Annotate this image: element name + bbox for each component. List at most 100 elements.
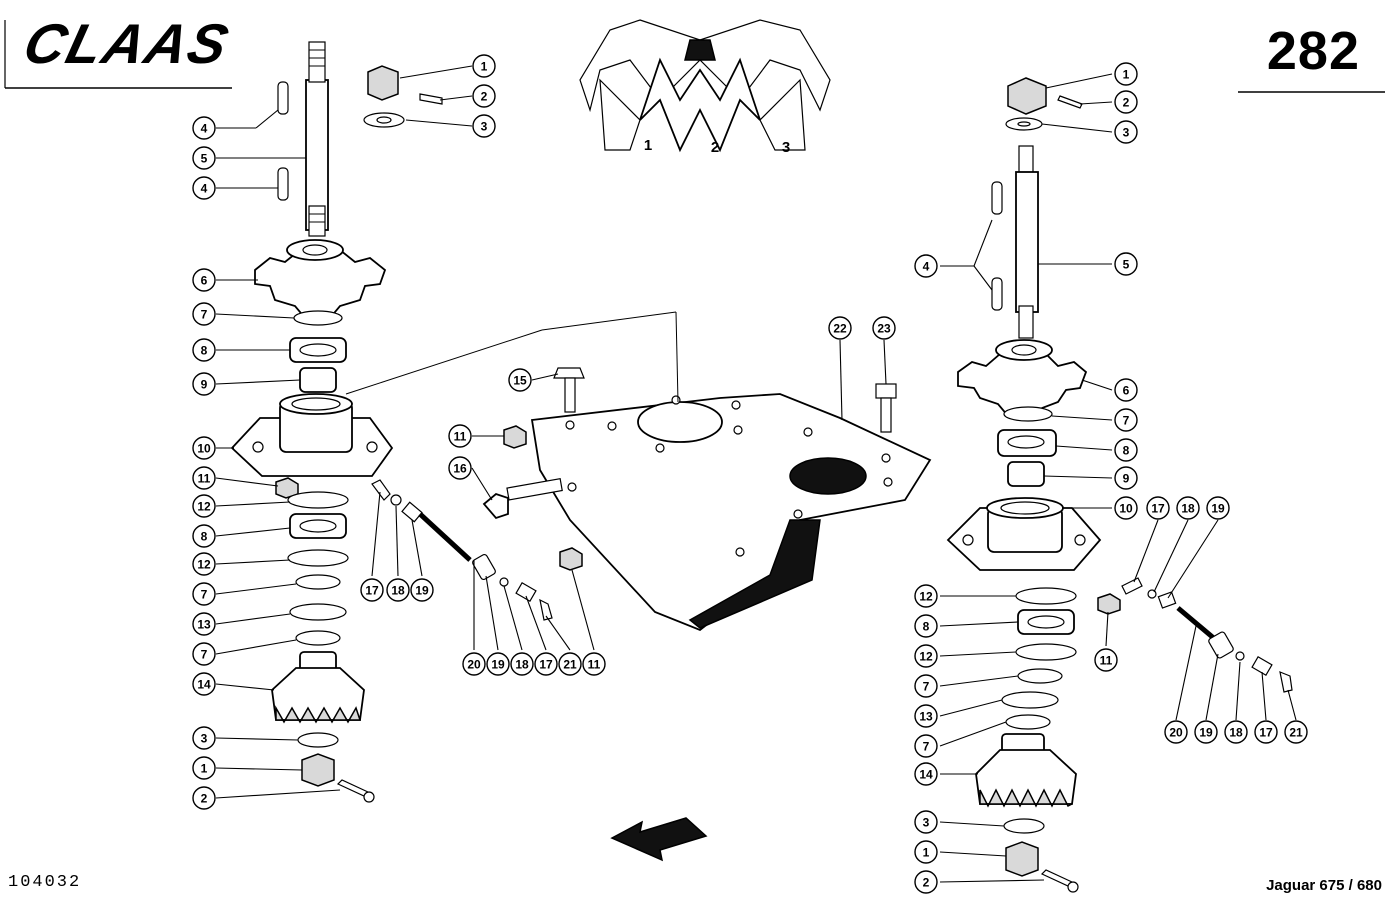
direction-arrow-icon [610, 817, 708, 862]
left-callout-1: 1 [472, 54, 496, 78]
right-callout-label: 7 [923, 740, 930, 754]
left-callout-label: 4 [201, 182, 208, 196]
left-callout-3: 3 [472, 114, 496, 138]
right-callout-19: 19 [1206, 496, 1230, 520]
center-callout-label: 23 [877, 322, 891, 336]
left-callout-10: 10 [192, 436, 216, 460]
right-callout-label: 1 [1123, 68, 1130, 82]
center-callout-label: 11 [454, 430, 467, 444]
right-callout-label: 7 [923, 680, 930, 694]
left-callout-label: 17 [365, 584, 379, 598]
right-callout-8: 8 [914, 614, 938, 638]
center-callout-21: 21 [558, 652, 582, 676]
right-callout-label: 19 [1199, 726, 1213, 740]
brand-logo-text: CLAAS [18, 18, 236, 68]
right-callout-3: 3 [914, 810, 938, 834]
right-callout-label: 18 [1229, 726, 1243, 740]
left-callout-label: 6 [201, 274, 208, 288]
right-callout-1: 1 [914, 840, 938, 864]
right-callout-21: 21 [1284, 720, 1308, 744]
right-callout-label: 1 [923, 846, 930, 860]
callout-leaders [215, 65, 1297, 883]
right-callout-label: 14 [919, 768, 933, 782]
left-callout-7: 7 [192, 642, 216, 666]
right-callout-label: 2 [923, 876, 930, 890]
center-callout-19: 19 [486, 652, 510, 676]
center-callout-20: 20 [462, 652, 486, 676]
center-callout-16: 16 [448, 456, 472, 480]
center-callout-label: 16 [453, 462, 467, 476]
center-callout-label: 15 [513, 374, 527, 388]
row-unit-view: 1 2 3 [579, 19, 831, 156]
right-callout-label: 8 [923, 620, 930, 634]
center-callout-15: 15 [508, 368, 532, 392]
right-callout-label: 13 [919, 710, 933, 724]
right-callout-label: 21 [1289, 726, 1303, 740]
left-callout-label: 14 [197, 678, 211, 692]
left-callout-label: 4 [201, 122, 208, 136]
left-callout-label: 7 [201, 588, 208, 602]
right-callout-19: 19 [1194, 720, 1218, 744]
left-callout-17: 17 [360, 578, 384, 602]
right-callout-13: 13 [914, 704, 938, 728]
bracket-assembly [345, 311, 932, 632]
right-shaft-assembly [946, 77, 1293, 893]
model-designation: Jaguar 675 / 680 [1266, 877, 1382, 894]
right-callout-5: 5 [1114, 252, 1138, 276]
center-callout-17: 17 [534, 652, 558, 676]
right-callout-17: 17 [1254, 720, 1278, 744]
right-callout-18: 18 [1176, 496, 1200, 520]
left-callout-2: 2 [192, 786, 216, 810]
left-callout-8: 8 [192, 524, 216, 548]
left-callout-label: 19 [415, 584, 429, 598]
right-callout-label: 9 [1123, 472, 1130, 486]
right-callout-label: 17 [1151, 502, 1165, 516]
right-callout-7: 7 [1114, 408, 1138, 432]
right-callout-label: 5 [1123, 258, 1130, 272]
right-callout-7: 7 [914, 674, 938, 698]
left-shaft-assembly [230, 41, 472, 803]
left-callout-12: 12 [192, 494, 216, 518]
right-callout-18: 18 [1224, 720, 1248, 744]
left-callout-4: 4 [192, 176, 216, 200]
left-callout-label: 2 [481, 90, 488, 104]
left-callout-7: 7 [192, 302, 216, 326]
right-callout-2: 2 [914, 870, 938, 894]
center-callout-label: 17 [539, 658, 553, 672]
right-callout-2: 2 [1114, 90, 1138, 114]
row-label-2: 2 [711, 139, 719, 156]
left-callout-label: 7 [201, 648, 208, 662]
right-callout-6: 6 [1114, 378, 1138, 402]
center-callout-23: 23 [872, 316, 896, 340]
right-callout-label: 11 [1100, 654, 1113, 668]
left-callout-8: 8 [192, 338, 216, 362]
left-callout-1: 1 [192, 756, 216, 780]
center-callout-11: 11 [448, 424, 472, 448]
left-callout-13: 13 [192, 612, 216, 636]
right-callout-label: 6 [1123, 384, 1130, 398]
left-callout-label: 11 [198, 472, 211, 486]
center-callout-label: 19 [491, 658, 505, 672]
right-callout-12: 12 [914, 644, 938, 668]
right-callout-label: 7 [1123, 414, 1130, 428]
center-callout-label: 18 [515, 658, 529, 672]
left-callout-label: 12 [197, 558, 211, 572]
right-callout-label: 12 [919, 590, 933, 604]
left-callout-label: 9 [201, 378, 208, 392]
right-callout-12: 12 [914, 584, 938, 608]
right-callout-8: 8 [1114, 438, 1138, 462]
right-callout-label: 2 [1123, 96, 1130, 110]
right-callout-10: 10 [1114, 496, 1138, 520]
center-callout-label: 11 [588, 658, 601, 672]
right-callout-14: 14 [914, 762, 938, 786]
right-callout-label: 3 [923, 816, 930, 830]
left-callout-label: 12 [197, 500, 211, 514]
center-callout-18: 18 [510, 652, 534, 676]
right-callout-9: 9 [1114, 466, 1138, 490]
right-callout-label: 3 [1123, 126, 1130, 140]
right-callout-4: 4 [914, 254, 938, 278]
